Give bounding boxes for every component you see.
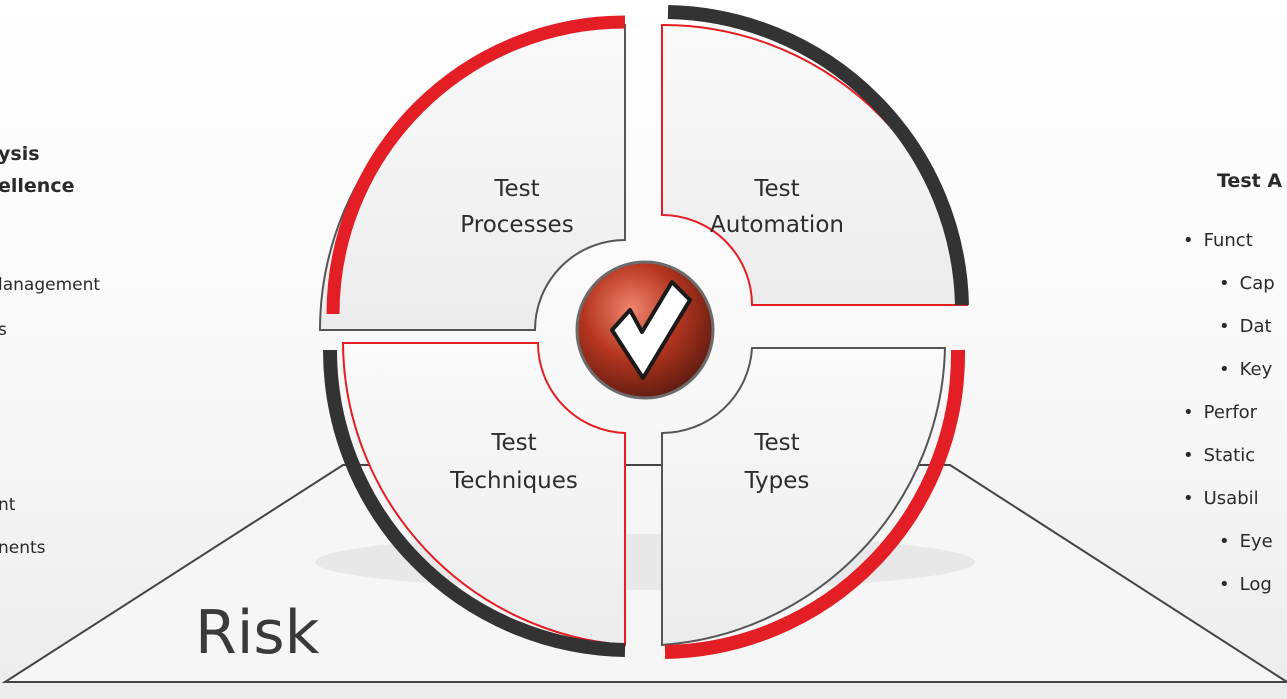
right-subitem: Dat <box>1219 316 1272 337</box>
checkmark-icon <box>575 260 715 400</box>
right-subitem: Key <box>1219 359 1273 380</box>
quadrant-test-automation: Test Automation <box>661 5 969 306</box>
left-item: lanagement <box>0 275 101 295</box>
left-panel: ysis ellence lanagement s nt nents <box>0 138 158 558</box>
left-item: nents <box>0 538 46 558</box>
left-item: s <box>0 320 7 340</box>
right-heading: Test A <box>1217 170 1283 192</box>
right-subitem: Eye <box>1219 531 1273 552</box>
quadrant-test-processes: Test Processes <box>318 15 626 331</box>
quadrant-label-line2: Processes <box>460 212 573 238</box>
right-subitem: Cap <box>1219 273 1275 294</box>
right-subitem: Log <box>1219 574 1272 595</box>
quadrant-label-line2: Techniques <box>449 468 578 494</box>
quadrant-test-types: Test Types <box>661 347 966 659</box>
quadrant-label-line1: Test <box>753 430 799 456</box>
right-item: Usabil <box>1183 488 1259 509</box>
risk-label: Risk <box>195 598 320 668</box>
right-item: Funct <box>1183 230 1253 251</box>
quadrant-label-line1: Test <box>493 176 539 202</box>
quadrant-label-line1: Test <box>753 176 799 202</box>
right-item: Static <box>1183 445 1255 466</box>
left-heading-line1: ysis <box>0 143 40 165</box>
right-item: Perfor <box>1183 402 1257 423</box>
quadrant-label-line1: Test <box>490 430 536 456</box>
quadrant-label-line2: Automation <box>710 212 844 238</box>
right-panel: Test A Funct Cap Dat Key Perfor Static U… <box>1183 170 1287 630</box>
quadrant-label-line2: Types <box>744 468 810 494</box>
quadrant-test-techniques: Test Techniques <box>323 342 626 657</box>
left-heading-line2: ellence <box>0 175 75 197</box>
left-item: nt <box>0 495 16 515</box>
